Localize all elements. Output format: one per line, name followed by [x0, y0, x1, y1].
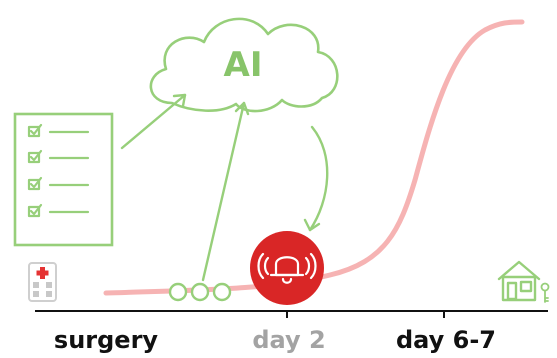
arrow-ai-to-alarm: [303, 125, 329, 232]
home-icon: [497, 260, 541, 302]
ai-cloud: [149, 17, 339, 113]
tick-label-day2: day 2: [252, 326, 325, 354]
key-icon: [540, 282, 550, 303]
tick-label-day6-7: day 6-7: [396, 326, 496, 354]
arrow-sensors-to-ai: [201, 101, 250, 282]
checklist-icon: [13, 112, 114, 247]
ai-label: AI: [224, 45, 263, 85]
alarm-bell-icon: [250, 231, 324, 305]
sensor-readings: [168, 282, 232, 302]
recovery-curve: [103, 19, 525, 296]
hospital-icon: [28, 262, 57, 302]
arrow-checklist-to-ai: [120, 93, 187, 150]
sensor-reading-circle: [190, 282, 210, 302]
tick-label-surgery: surgery: [54, 326, 159, 354]
sensor-reading-circle: [212, 282, 232, 302]
sensor-reading-circle: [168, 282, 188, 302]
